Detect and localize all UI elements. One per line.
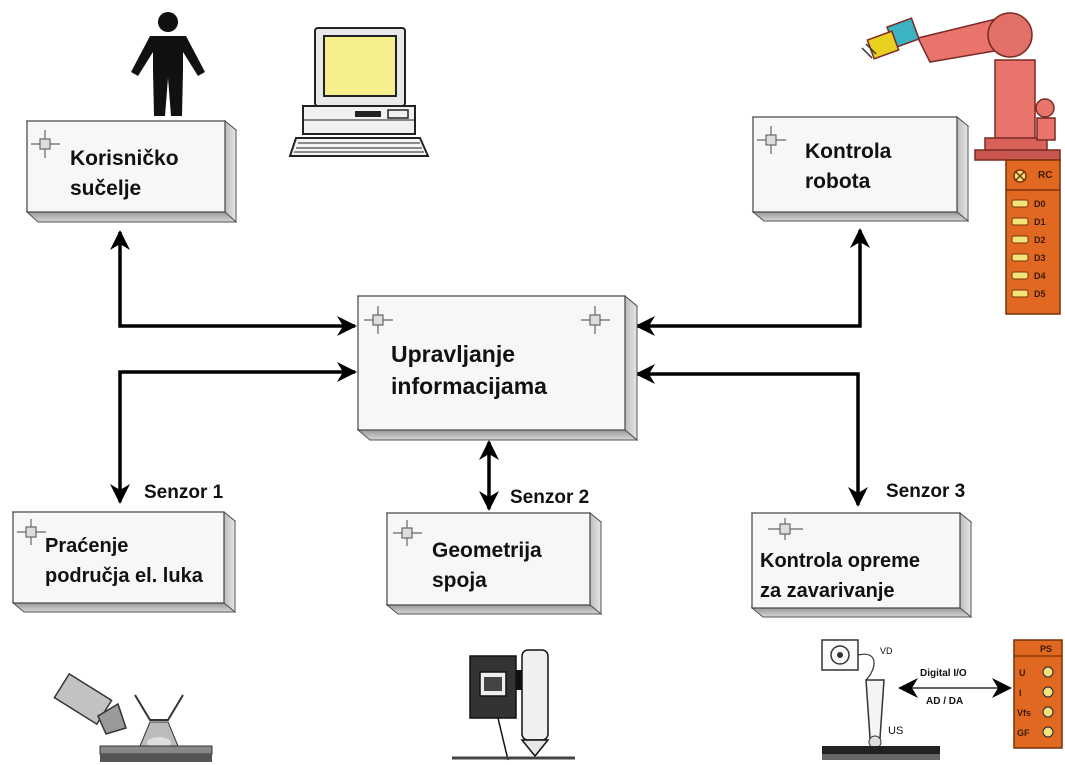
component-icon xyxy=(393,520,422,546)
box-arc-monitoring xyxy=(11,510,237,614)
power-source-row-gf: GF xyxy=(1017,728,1030,738)
joint-geometry-line2: spoja xyxy=(432,569,487,592)
controller-channel-d3: D3 xyxy=(1034,253,1046,263)
ad-da-label: AD / DA xyxy=(926,696,964,707)
power-source-row-u: U xyxy=(1019,668,1026,678)
digital-io-label: Digital I/O xyxy=(920,668,967,679)
power-source-row-i: I xyxy=(1019,688,1022,698)
controller-channel-d2: D2 xyxy=(1034,235,1046,245)
information-management-line2: informacijama xyxy=(391,373,547,399)
computer-icon xyxy=(288,27,430,157)
robot-controller-icon xyxy=(1005,159,1061,315)
box-joint-geometry xyxy=(385,511,603,616)
arrow-robot-info xyxy=(635,228,870,336)
component-icon xyxy=(581,306,610,334)
component-icon xyxy=(768,518,803,540)
welding-equipment-label: Kontrola opreme za zavarivanje xyxy=(760,546,920,606)
welding-equipment-line2: za zavarivanje xyxy=(760,580,895,602)
arc-monitoring-label: Praćenje područja el. luka xyxy=(45,531,203,591)
camera-icon xyxy=(53,672,213,762)
vd-label: VD xyxy=(880,646,893,656)
box-user-interface xyxy=(25,119,238,224)
controller-channel-d5: D5 xyxy=(1034,289,1046,299)
controller-channel-d0: D0 xyxy=(1034,199,1046,209)
welding-equipment-icon xyxy=(821,639,1063,760)
controller-channel-d4: D4 xyxy=(1034,271,1046,281)
sensor-2-label: Senzor 2 xyxy=(510,487,590,508)
component-icon xyxy=(17,519,46,545)
user-interface-line2: sučelje xyxy=(70,177,142,200)
information-management-line1: Upravljanje xyxy=(391,341,515,367)
power-source-title: PS xyxy=(1040,644,1053,654)
arrow-user-info xyxy=(110,230,357,336)
box-robot-control xyxy=(751,115,970,223)
robot-control-label: Kontrola robota xyxy=(805,137,891,197)
connectors xyxy=(110,228,870,511)
box-information-management xyxy=(356,294,639,442)
component-icon xyxy=(757,126,786,154)
arc-monitoring-line2: područja el. luka xyxy=(45,565,203,587)
arrow-info-arc xyxy=(110,362,357,504)
power-source-row-vfs: Vfs xyxy=(1017,708,1032,718)
component-icon xyxy=(31,130,60,158)
arc-monitoring-line1: Praćenje xyxy=(45,535,129,557)
robot-control-line2: robota xyxy=(805,170,871,193)
robot-arm-icon xyxy=(861,12,1061,161)
controller-led-rows xyxy=(1011,199,1029,298)
box-welding-equipment-control xyxy=(750,511,973,619)
welding-equipment-line1: Kontrola opreme xyxy=(760,550,921,572)
controller-title: RC xyxy=(1038,170,1053,181)
arrow-info-weld xyxy=(635,364,868,507)
us-label: US xyxy=(888,725,904,737)
information-management-label: Upravljanje informacijama xyxy=(391,338,547,402)
sensor-3-label: Senzor 3 xyxy=(886,481,966,502)
sensor-1-label: Senzor 1 xyxy=(144,482,224,503)
person-icon xyxy=(131,12,205,116)
component-icon xyxy=(364,306,393,334)
user-interface-label: Korisničko sučelje xyxy=(70,144,179,204)
joint-geometry-label: Geometrija spoja xyxy=(432,536,542,596)
robot-control-line1: Kontrola xyxy=(805,140,892,163)
joint-geometry-line1: Geometrija xyxy=(432,539,542,562)
controller-channel-d1: D1 xyxy=(1034,217,1046,227)
user-interface-line1: Korisničko xyxy=(70,147,179,170)
laser-sensor-icon xyxy=(452,649,575,761)
